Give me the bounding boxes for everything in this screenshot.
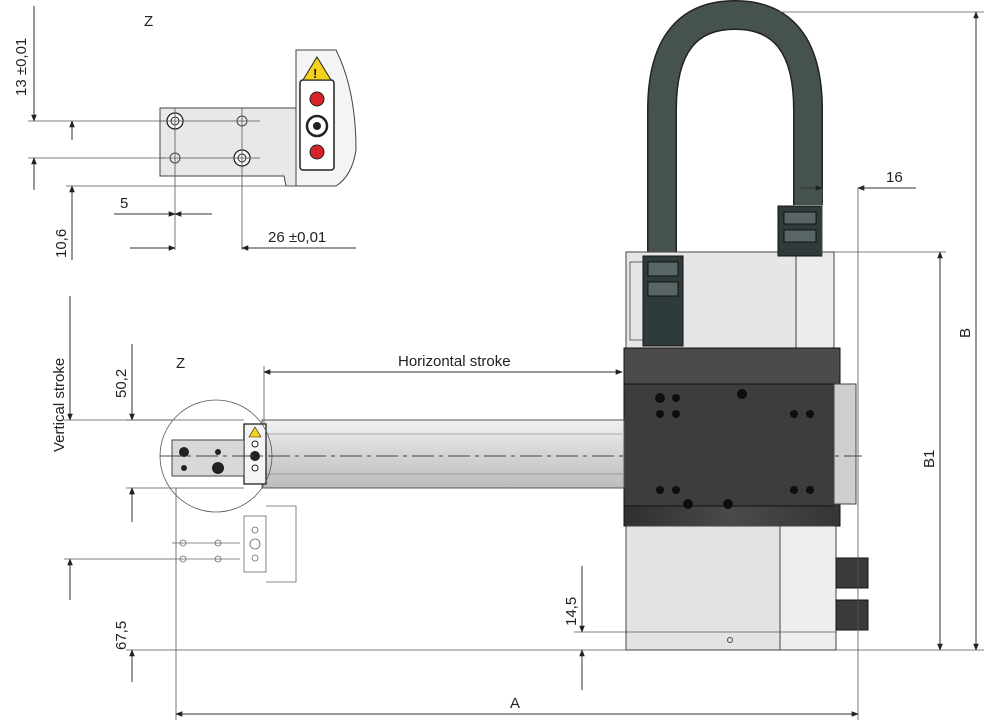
dim-26: 26 ±0,01 — [268, 229, 326, 246]
horizontal-stroke-label: Horizontal stroke — [398, 353, 511, 370]
vertical-stroke-label: Vertical stroke — [51, 358, 68, 452]
dim-5: 5 — [120, 195, 128, 212]
indicator-led-icon — [251, 440, 259, 448]
connector-icon — [250, 451, 260, 461]
carriage-top-band — [623, 347, 841, 385]
dim-13: 13 ±0,01 — [13, 38, 30, 96]
dim-67-5: 67,5 — [113, 621, 130, 650]
lower-side-housing — [779, 525, 837, 651]
dim-A: A — [510, 695, 520, 712]
dim-10-6: 10,6 — [53, 229, 70, 258]
carriage-side-cover — [833, 383, 857, 505]
connector-pin — [313, 122, 321, 130]
indicator-led-icon — [309, 91, 325, 107]
connector-ribs — [783, 229, 817, 243]
main-view: Z — [51, 0, 984, 720]
dim-B: B — [957, 328, 974, 338]
connector-ribs — [783, 211, 817, 225]
dim-14-5: 14,5 — [563, 597, 580, 626]
dim-50-2: 50,2 — [113, 369, 130, 398]
cable-gland-lower — [835, 599, 869, 631]
svg-text:!: ! — [313, 66, 317, 81]
indicator-led-icon — [251, 464, 259, 472]
plate-hole — [215, 449, 221, 455]
lower-housing-screw — [727, 637, 733, 643]
indicator-led-icon — [309, 144, 325, 160]
main-view-label: Z — [176, 355, 185, 372]
cable-gland-upper — [835, 557, 869, 589]
plate-hole — [212, 462, 224, 474]
lowered-position-ghost — [172, 505, 297, 583]
carriage-front-plate — [623, 383, 835, 507]
carriage-holes — [655, 389, 814, 509]
dim-16: 16 — [886, 169, 903, 186]
plate-hole — [179, 447, 189, 457]
warning-triangle-icon — [248, 426, 262, 438]
cable-loop — [648, 1, 822, 255]
detail-view-label: Z — [144, 13, 153, 30]
horizontal-arm — [261, 419, 625, 489]
dim-B1: B1 — [921, 450, 938, 468]
connector-ribs — [647, 281, 679, 297]
plate-hole — [181, 465, 187, 471]
detail-view-z: Z ! 13 ±0,01 — [13, 6, 357, 260]
connector-ribs — [647, 261, 679, 277]
warning-triangle-icon: ! — [302, 56, 332, 81]
upper-side-housing — [795, 251, 835, 349]
